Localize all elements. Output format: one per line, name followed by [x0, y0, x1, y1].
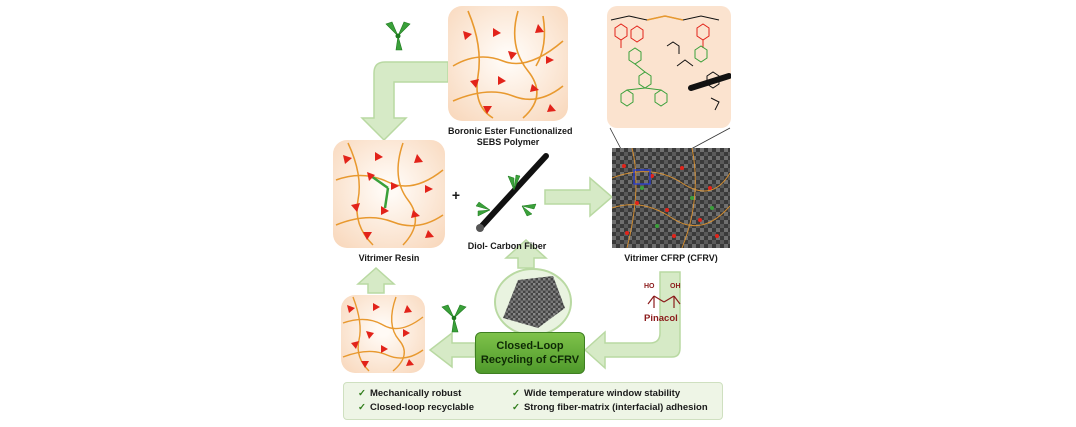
arrow-up-to-fiber: [504, 238, 548, 269]
vitrimer-resin-panel: [333, 140, 445, 248]
vitrimer-resin-label: Vitrimer Resin: [358, 253, 420, 263]
arrow-polymer-to-resin: [360, 61, 449, 142]
pinacol-oh-right: OH: [670, 283, 681, 290]
arrow-cfrv-to-recycling: [583, 271, 681, 370]
pinacol-label: Pinacol: [644, 313, 678, 324]
property-item: ✓Mechanically robust: [358, 388, 461, 399]
molecular-structure-panel: [607, 6, 731, 128]
polymer-label-2: SEBS Polymer: [476, 137, 540, 147]
check-icon: ✓: [358, 402, 366, 413]
check-icon: ✓: [512, 402, 520, 413]
diol-crosslinker-icon: [385, 21, 411, 51]
recovered-diol-icon: [441, 304, 467, 333]
recovered-resin-panel: [341, 295, 425, 373]
pinacol-oh-left: HO: [644, 283, 655, 290]
recycling-title-line2: Recycling of CFRV: [480, 354, 580, 366]
property-text: Strong fiber-matrix (interfacial) adhesi…: [523, 402, 708, 413]
arrow-fiber-to-cfrv: [544, 176, 614, 218]
recovered-fiber-fabric: [494, 268, 572, 336]
property-text: Mechanically robust: [369, 388, 462, 399]
arrow-up-to-resin: [356, 266, 396, 294]
diol-carbon-fiber-graphic: [475, 153, 549, 232]
property-text: Closed-loop recyclable: [369, 402, 474, 413]
plus-sign: +: [451, 187, 461, 203]
cfrv-label: Vitrimer CFRP (CFRV): [624, 253, 718, 263]
recycling-title-line1: Closed-Loop: [496, 340, 564, 352]
property-item: ✓Wide temperature window stability: [512, 388, 680, 399]
check-icon: ✓: [358, 388, 366, 399]
polymer-panel: [448, 6, 568, 121]
property-item: ✓Closed-loop recyclable: [358, 402, 474, 413]
property-text: Wide temperature window stability: [523, 388, 681, 399]
pinacol-structure: [647, 295, 681, 308]
property-item: ✓Strong fiber-matrix (interfacial) adhes…: [512, 402, 708, 413]
check-icon: ✓: [512, 388, 520, 399]
arrow-recycling-to-resin: [428, 331, 476, 369]
polymer-label-1: Boronic Ester Functionalized: [448, 126, 573, 136]
cfrv-image: [612, 148, 730, 248]
closed-loop-recycling-box: Closed-Loop Recycling of CFRV: [475, 332, 585, 374]
diol-carbon-fiber-label: Diol- Carbon Fiber: [467, 241, 547, 251]
properties-box: ✓Mechanically robust ✓Wide temperature w…: [343, 382, 723, 420]
